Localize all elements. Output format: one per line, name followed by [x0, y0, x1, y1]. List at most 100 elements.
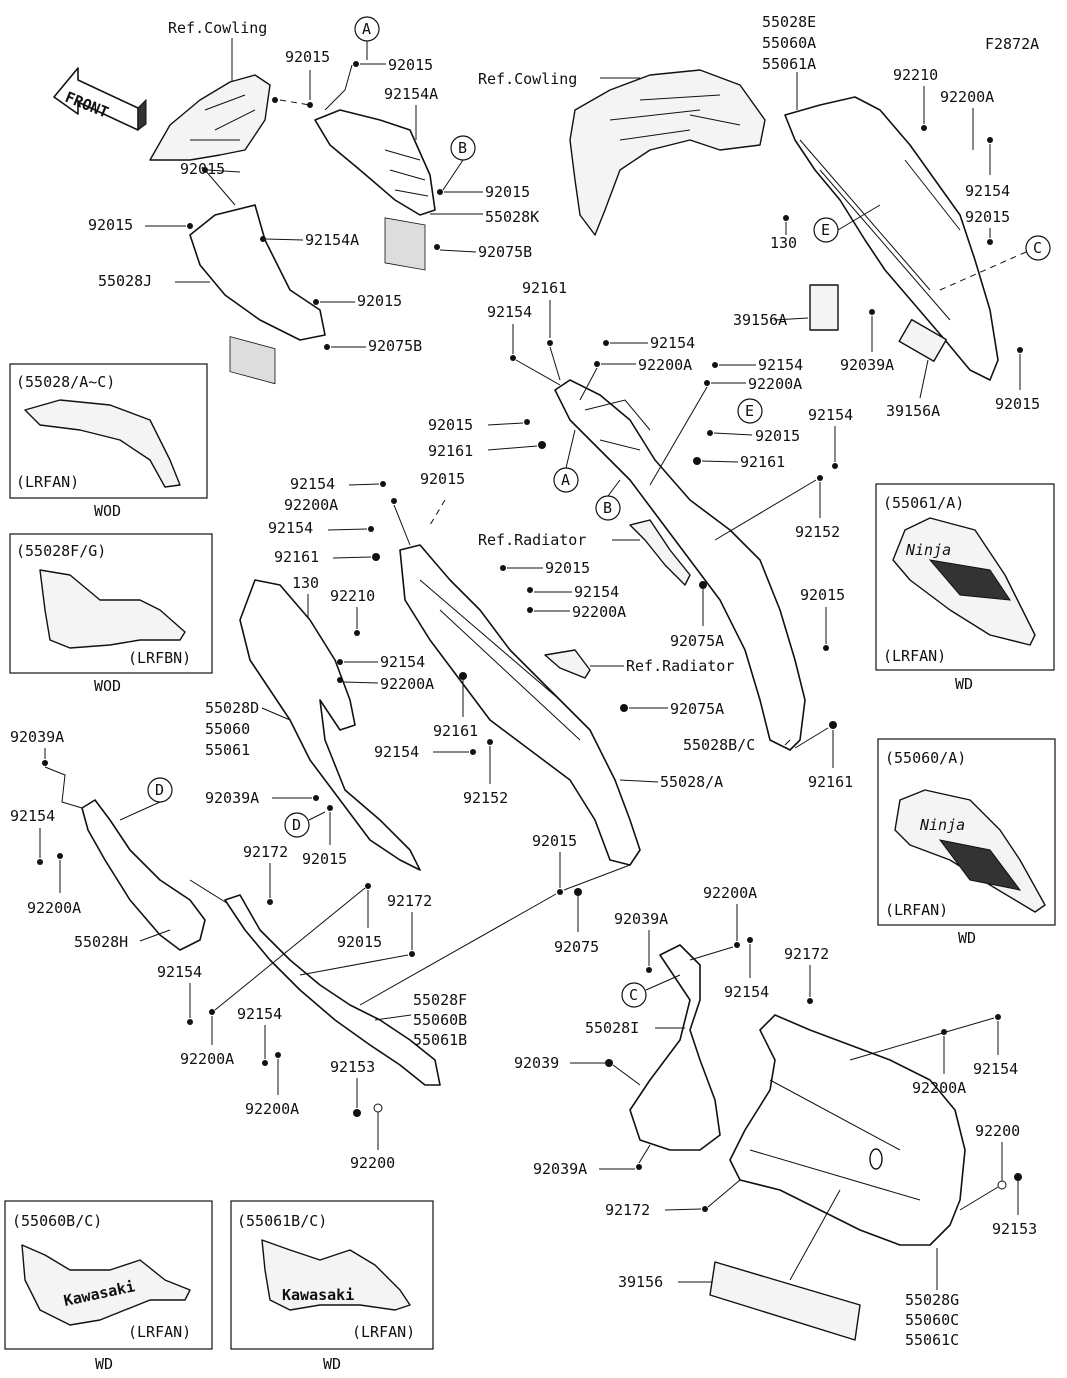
callout-c-bottom: C	[629, 986, 638, 1004]
label-130-l: 130	[292, 574, 319, 592]
ref-cowling-left-part	[149, 74, 278, 161]
label-92161-m2: 92161	[740, 453, 785, 471]
label-55028i: 55028I	[585, 1019, 639, 1037]
label-92200a-l1: 92200A	[284, 496, 338, 514]
variant-box-3-code: (LRFAN)	[883, 647, 946, 665]
label-92154-g: 92154	[973, 1060, 1018, 1078]
label-55028e: 55028E	[762, 13, 816, 31]
label-92172-g: 92172	[784, 945, 829, 963]
label-92015-6: 92015	[357, 292, 402, 310]
label-92200-f: 92200	[350, 1154, 395, 1172]
label-92200a-g: 92200A	[912, 1079, 966, 1097]
label-92015-f: 92015	[337, 933, 382, 951]
label-39156a-2: 39156A	[886, 402, 940, 420]
label-ref-cowling-left: Ref.Cowling	[168, 19, 267, 37]
part-55028d	[239, 579, 421, 871]
ref-cowling-right-part	[569, 69, 766, 236]
label-92172-l: 92172	[243, 843, 288, 861]
callout-c-right: C	[1033, 239, 1042, 257]
label-92161-l2: 92161	[433, 722, 478, 740]
part-55028i	[629, 944, 721, 1151]
label-92015-m2: 92015	[755, 427, 800, 445]
label-92039a-i: 92039A	[614, 910, 668, 928]
label-92200a-f2: 92200A	[245, 1100, 299, 1118]
variant-box-4-code: (LRFAN)	[885, 901, 948, 919]
part-55028-a	[399, 544, 641, 866]
decal-ninja-1: Ninja	[905, 541, 951, 559]
variant-box-55061-b-c: (55061B/C) Kawasaki (LRFAN)	[230, 1200, 434, 1350]
part-55028k	[314, 109, 436, 271]
part-55028b-c	[554, 379, 806, 751]
variant-box-55060-a: (55060/A) Ninja (LRFAN)	[877, 738, 1056, 926]
label-55028d: 55028D	[205, 699, 259, 717]
label-92015-d: 92015	[302, 850, 347, 868]
label-92172-f: 92172	[387, 892, 432, 910]
label-92015-l1: 92015	[420, 470, 465, 488]
label-92200a-b: 92200A	[638, 356, 692, 374]
label-92154-l2: 92154	[268, 519, 313, 537]
label-92154-f2: 92154	[237, 1005, 282, 1023]
label-92210-l: 92210	[330, 587, 375, 605]
front-arrow: FRONT	[53, 67, 147, 131]
label-92200-g: 92200	[975, 1122, 1020, 1140]
label-55060c: 55060C	[905, 1311, 959, 1329]
label-ref-radiator-2: Ref.Radiator	[626, 657, 734, 675]
part-55028g	[729, 1014, 966, 1246]
decal-ninja-2: Ninja	[919, 816, 965, 834]
ref-radiator-hose-2	[544, 649, 591, 679]
label-92200a-d: 92200A	[380, 675, 434, 693]
label-92015-g: 92015	[532, 832, 577, 850]
callout-d-left: D	[155, 781, 164, 799]
label-55028-a: 55028/A	[660, 773, 723, 791]
label-92075b-1: 92075B	[478, 243, 532, 261]
label-92015-3: 92015	[485, 183, 530, 201]
decal-39156	[709, 1261, 861, 1341]
callout-d-mid: D	[292, 816, 301, 834]
part-55028e	[784, 96, 999, 381]
label-92154-tr: 92154	[965, 182, 1010, 200]
label-55060: 55060	[205, 720, 250, 738]
label-92200a-hl: 92200A	[27, 899, 81, 917]
label-55060a: 55060A	[762, 34, 816, 52]
label-92154-a: 92154	[487, 303, 532, 321]
label-92015-5: 92015	[88, 216, 133, 234]
variant-box-5-code: (LRFAN)	[128, 1323, 191, 1341]
callout-a-top: A	[362, 20, 371, 38]
label-55028b-c: 55028B/C	[683, 736, 755, 754]
label-92200a-f1: 92200A	[180, 1050, 234, 1068]
callout-e-right: E	[821, 221, 830, 239]
label-92154-l4: 92154	[374, 743, 419, 761]
label-ref-cowling-right: Ref.Cowling	[478, 70, 577, 88]
label-92075: 92075	[554, 938, 599, 956]
variant-box-3-caption: WD	[955, 675, 973, 693]
label-39156a-1: 39156A	[733, 311, 787, 329]
label-92200a-c: 92200A	[748, 375, 802, 393]
label-92154-f1: 92154	[157, 963, 202, 981]
label-55060b: 55060B	[413, 1011, 467, 1029]
part-55028f	[224, 894, 441, 1086]
variant-box-2-title: (55028F/G)	[16, 542, 106, 560]
variant-box-3-title: (55061/A)	[883, 494, 964, 512]
label-92154-b: 92154	[650, 334, 695, 352]
decal-kawasaki-2: Kawasaki	[282, 1286, 354, 1304]
label-92154-l3: 92154	[574, 583, 619, 601]
variant-box-55060-b-c: (55060B/C) Kawasaki (LRFAN)	[4, 1200, 213, 1350]
label-92154-c: 92154	[758, 356, 803, 374]
label-92039-i: 92039	[514, 1054, 559, 1072]
label-92210: 92210	[893, 66, 938, 84]
variant-box-4-title: (55060/A)	[885, 749, 966, 767]
callout-e-mid: E	[745, 402, 754, 420]
label-55028k: 55028K	[485, 208, 539, 226]
variant-box-4-caption: WD	[958, 929, 976, 947]
label-92161-m1: 92161	[428, 442, 473, 460]
variant-box-55028-f-g: (55028F/G) (LRFBN)	[9, 533, 213, 674]
callout-b-top: B	[458, 139, 467, 157]
label-92200a-i: 92200A	[703, 884, 757, 902]
variant-box-2-caption: WOD	[94, 677, 121, 695]
label-92200a-l3: 92200A	[572, 603, 626, 621]
label-55028j: 55028J	[98, 272, 152, 290]
label-92152-m: 92152	[795, 523, 840, 541]
figure-code: F2872A	[985, 35, 1039, 53]
variant-box-6-title: (55061B/C)	[237, 1212, 327, 1230]
